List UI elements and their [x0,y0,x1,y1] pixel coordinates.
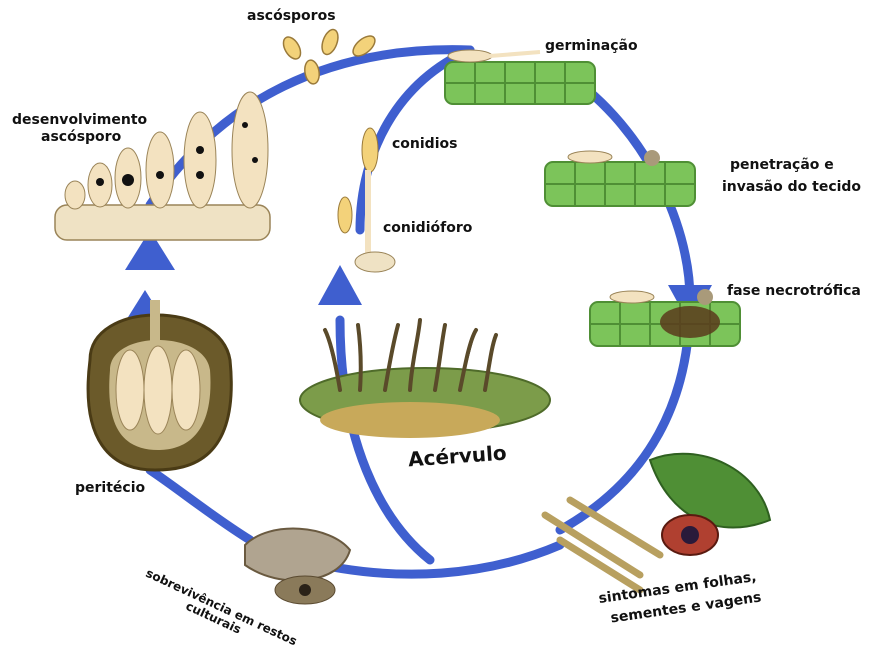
arrow-inner-loop [340,320,430,560]
label-peritecio: peritécio [75,480,145,497]
conidiophore-structure [338,128,395,272]
label-ascosporos: ascósporos [247,8,336,25]
label-penetracao-1: penetração e [730,157,834,174]
perithecium [88,300,231,470]
label-fase-necrotrofica: fase necrotrófica [727,283,861,300]
label-desenvolvimento-2: ascósporo [41,129,121,146]
label-germinacao: germinação [545,38,638,55]
arrowhead-up-acervulus [318,265,362,305]
label-conidios: conidios [392,136,457,153]
arrow-left-lower [150,470,250,540]
crop-residue [245,529,350,604]
necrotrophic-cells [590,289,740,346]
penetration-cells [545,150,695,206]
label-desenvolvimento-1: desenvolvimento [12,112,147,129]
label-conidioforo: conidióforo [383,220,472,237]
germination-cells [445,50,595,104]
label-penetracao-2: invasão do tecido [722,179,861,196]
